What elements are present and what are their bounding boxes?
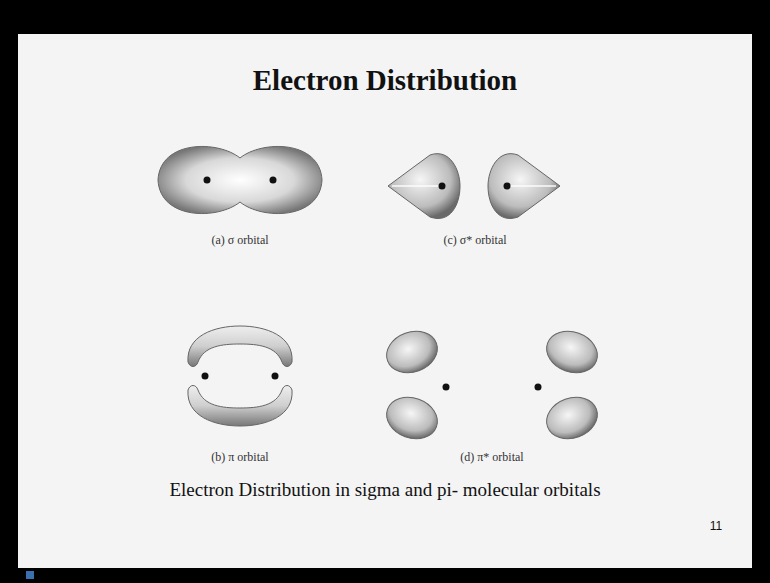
- orbital-caption: (a) σ orbital: [211, 233, 268, 248]
- orbital-caption: (c) σ* orbital: [443, 233, 506, 248]
- orbital-caption: (d) π* orbital: [460, 450, 523, 465]
- nucleus-dot: [204, 177, 211, 184]
- orbital-caption: (b) π orbital: [211, 450, 268, 465]
- sigma-lobe: [158, 146, 322, 213]
- nucleus-dot: [443, 384, 450, 391]
- pi-star-lobe: [541, 324, 604, 379]
- pi-star-lobe: [541, 390, 604, 445]
- nucleus-dot: [270, 177, 277, 184]
- nucleus-dot: [202, 373, 209, 380]
- nucleus-dot: [535, 384, 542, 391]
- nucleus-dot: [439, 183, 446, 190]
- pi-star-lobe: [381, 324, 444, 379]
- nucleus-dot: [504, 183, 511, 190]
- figure-caption: Electron Distribution in sigma and pi- m…: [169, 479, 600, 501]
- slide-title: Electron Distribution: [253, 64, 518, 97]
- pi-lobe: [188, 326, 292, 367]
- sigma-star-lobe: [388, 154, 460, 219]
- nucleus-dot: [272, 373, 279, 380]
- page-number: 11: [710, 519, 722, 533]
- pi-star-lobe: [381, 390, 444, 445]
- sigma-star-lobe: [488, 154, 560, 219]
- pi-lobe: [188, 386, 292, 427]
- toolbar-icon: [26, 571, 34, 579]
